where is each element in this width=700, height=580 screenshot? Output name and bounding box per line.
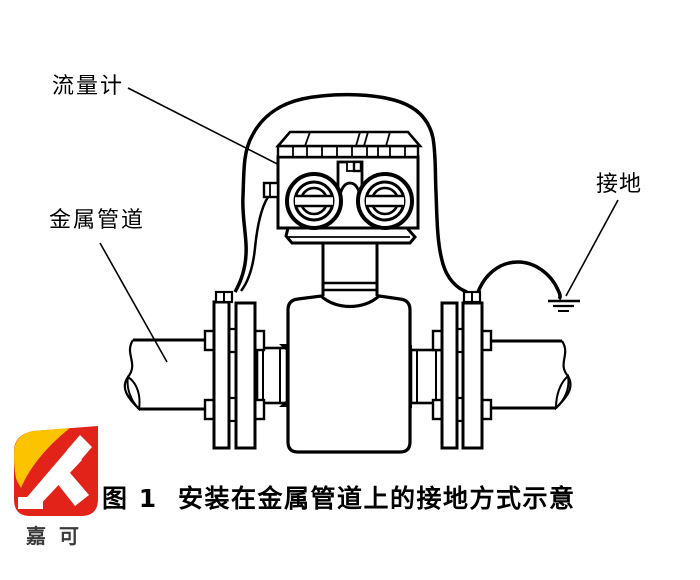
display-button <box>352 160 363 173</box>
converter-neck <box>321 243 379 296</box>
ground-symbol <box>548 299 580 312</box>
flange-left <box>203 290 266 450</box>
converter-window-left <box>285 172 343 230</box>
leader-lines <box>99 87 619 363</box>
leader-line-metal-pipe <box>99 242 168 363</box>
flange-plate <box>440 301 459 450</box>
grounding-cable-loop <box>233 92 468 294</box>
converter-head <box>262 130 423 245</box>
cable-gland <box>262 181 280 199</box>
flange-plate <box>234 301 257 450</box>
head-base-plate <box>284 226 417 245</box>
company-logo: 嘉 可 <box>8 424 100 554</box>
figure-caption: 图 1 安装在金属管道上的接地方式示意 <box>102 484 576 513</box>
head-rib-band <box>276 144 420 159</box>
flange-right <box>431 290 493 450</box>
jiake-logo-icon <box>14 426 98 516</box>
logo-text: 嘉 可 <box>26 524 82 548</box>
leader-line-grounding <box>565 199 619 297</box>
spacer-left <box>255 344 289 407</box>
spacer-right <box>403 345 444 408</box>
head-top-cap <box>275 130 423 148</box>
metal-pipe-label: 金属管道 <box>49 208 146 233</box>
pipe-right-break-lens <box>554 374 570 411</box>
converter-window-right <box>356 172 414 230</box>
leader-line-flowmeter <box>127 87 294 173</box>
pipe-left-break-lens <box>126 375 141 412</box>
grounding-cable-to-earth <box>475 260 562 301</box>
pipe-left <box>123 338 214 412</box>
grounding-cable-gland-lead <box>239 196 270 292</box>
flowmeter-label: 流量计 <box>52 74 125 99</box>
flowmeter-body <box>286 294 412 454</box>
flange-plate <box>461 301 484 450</box>
pipe-right <box>490 339 572 411</box>
logo-k-glyph <box>18 435 92 509</box>
flange-plate <box>212 300 231 450</box>
grounding-label: 接地 <box>596 172 643 197</box>
